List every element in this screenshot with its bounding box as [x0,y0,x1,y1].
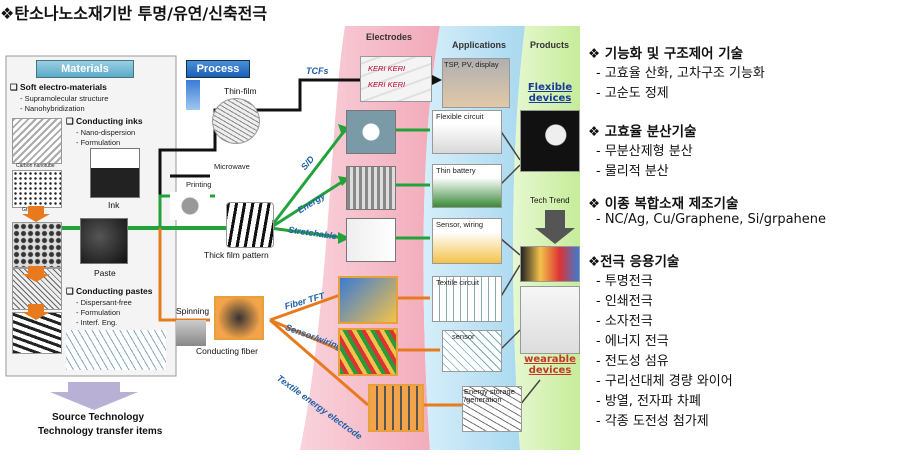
flexible-circuit-image [432,110,502,154]
right-item-1-2: - 고순도 정제 [596,86,669,101]
soft-materials-head: ❑ Soft electro-materials [10,82,107,92]
tech-trend-arrow [535,210,575,244]
right-heading-4: ❖전극 응용기술 [588,254,680,270]
right-item-4-1: - 투명전극 [596,274,653,289]
thick-film-image [226,202,274,248]
conducting-fiber-label: Conducting fiber [196,346,258,356]
molecule-image [66,330,166,370]
material-arrows [22,206,50,320]
microwave-label: Microwave [214,162,250,171]
thin-battery-label: Thin battery [436,166,476,175]
pastes-item-3: - Interf. Eng. [76,318,118,327]
thin-film-label: Thin-film [224,86,257,96]
technology-transfer: Technology transfer items [38,426,163,437]
tsp-image [442,58,510,108]
energy-storage-image [462,386,522,432]
ink-image [90,148,140,198]
energy-storage-label: Energy storage /generation [464,387,515,404]
applications-header: Applications [452,40,507,50]
wearable-devices-label: wearable devices [524,354,576,376]
thick-film-label: Thick film pattern [204,250,269,260]
tcfs-label: TCFs [306,66,329,76]
materials-header: Materials [36,60,134,78]
stretchable-electrode-image [346,218,396,262]
inks-item-1: - Nano-dispersion [76,128,136,137]
paste-image [80,218,128,264]
flexible-devices-label: Flexible devices [527,82,573,104]
energy-electrode-image [346,166,396,210]
cnt-label: Carbon nanotube [16,163,55,169]
conducting-fiber-image [214,296,264,340]
right-item-4-4: - 에너지 전극 [596,334,669,349]
textile-circuit-label: Textile circuit [436,278,479,287]
right-heading-3: ❖ 이종 복합소재 제조기술 [588,196,739,212]
pastes-head: ❑ Conducting pastes [66,286,153,296]
right-item-4-8: - 각종 도전성 첨가제 [596,414,709,429]
sensor-wiring-image [338,328,398,376]
printing-label: Printing [186,180,212,189]
right-heading-1: ❖ 기능화 및 구조제어 기술 [588,46,744,62]
paste-label: Paste [94,268,116,278]
inks-head: ❑ Conducting inks [66,116,143,126]
inks-item-2: - Formulation [76,138,121,147]
products-header: Products [530,40,570,50]
thin-battery-image [432,164,502,208]
right-item-4-5: - 전도성 섬유 [596,354,669,369]
right-item-4-2: - 인쇄전극 [596,294,653,309]
pastes-item-2: - Formulation [76,308,121,317]
right-heading-2: ❖ 고효율 분산기술 [588,124,697,140]
flexible-circuit-label: Flexible circuit [436,112,484,121]
material-image-5 [12,312,62,354]
wearable-image [520,286,580,354]
electrodes-header: Electrodes [366,32,413,42]
tsp-label: TSP, PV, display [444,60,499,69]
pastes-item-1: - Dispersant-free [76,298,132,307]
keri-text: KERI KERI [368,64,406,73]
flexible-device-image [520,110,580,172]
tech-device-image [520,246,580,282]
sensor-wiring-app-image [432,218,502,264]
right-item-4-6: - 구리선대체 경량 와이어 [596,374,733,389]
source-technology: Source Technology [52,412,145,423]
right-item-4-7: - 방열, 전자파 차폐 [596,394,701,409]
soft-item-2: - Nanohybridization [20,104,85,113]
thin-film-image [212,98,260,144]
process-header: Process [186,60,250,78]
tcf-image [360,56,432,102]
tech-trend-label: Tech Trend [530,196,570,205]
page-title: ❖탄소나노소재기반 투명/유연/신축전극 [0,4,268,23]
sensor-app-label: sensor [452,332,475,341]
right-item-4-3: - 소자전극 [596,314,653,329]
ink-label: Ink [108,200,120,210]
printing-image [170,192,210,220]
graphene-image [12,170,62,208]
source-down-arrow [50,382,138,410]
cnt-image [12,118,62,164]
right-item-1-1: - 고효율 산화, 고차구조 기능화 [596,66,765,81]
soft-item-1: - Supramolecular structure [20,94,109,103]
sd-electrode-image [346,110,396,154]
spinning-label: Spinning [176,306,210,316]
right-item-2-2: - 물리적 분산 [596,164,669,179]
textile-energy-image [368,384,424,432]
right-item-2-1: - 무분산제형 분산 [596,144,693,159]
spray-icon [186,80,200,110]
fiber-tft-image [338,276,398,324]
sensor-wiring-app-label: Sensor, wiring [436,220,484,229]
textile-circuit-image [432,276,502,322]
spinning-image [176,320,206,346]
sensor-app-image [442,330,502,372]
keri-text-2: KERI KERI [368,80,406,89]
right-item-3-1: - NC/Ag, Cu/Graphene, Si/grpahene [596,212,827,227]
